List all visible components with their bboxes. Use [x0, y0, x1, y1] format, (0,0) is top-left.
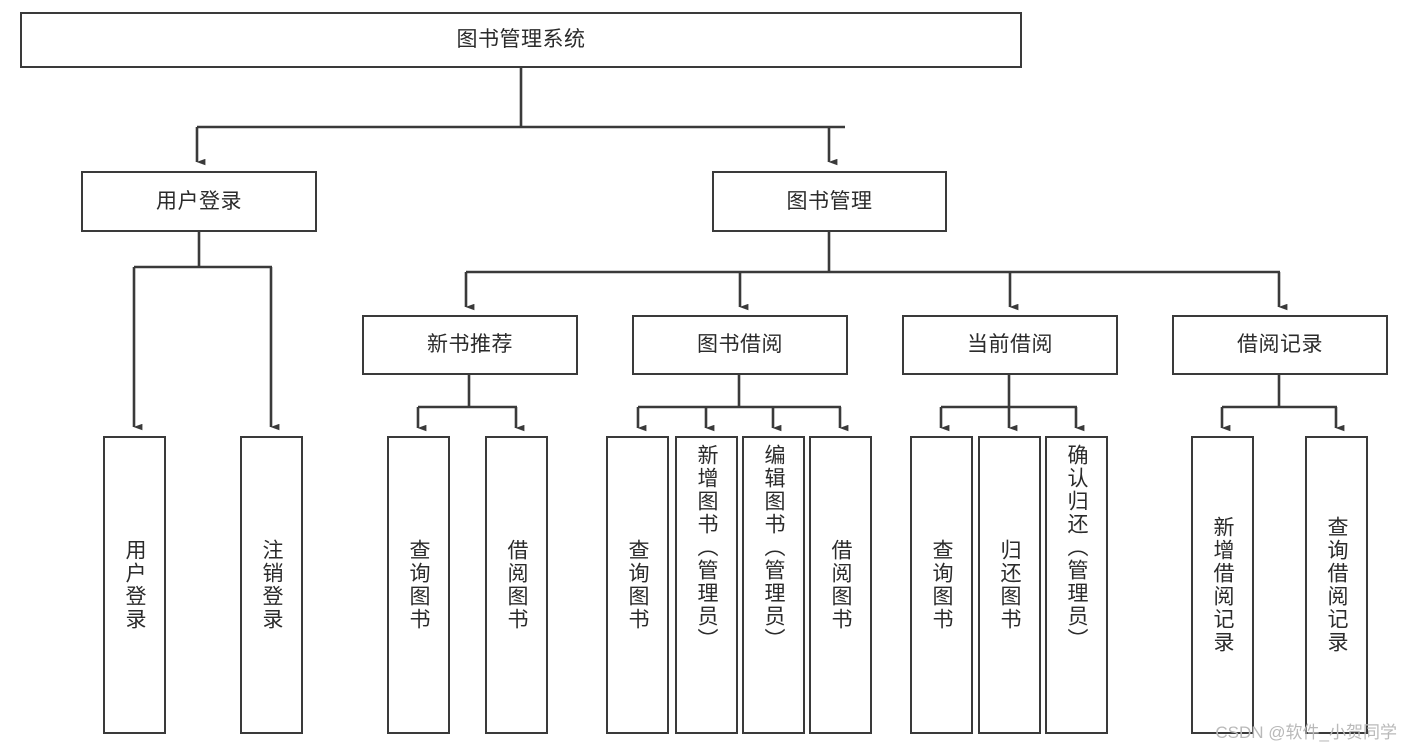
leaf-confirm-return-admin[interactable]: 确认归还（管理员）: [1045, 436, 1108, 734]
leaf-query-book-recommend[interactable]: 查询图书: [387, 436, 450, 734]
node-label: 借阅图书: [505, 539, 528, 631]
leaf-add-borrow-record[interactable]: 新增借阅记录: [1191, 436, 1254, 734]
leaf-return-book[interactable]: 归还图书: [978, 436, 1041, 734]
node-book-borrow[interactable]: 图书借阅: [632, 315, 848, 375]
node-label: 当前借阅: [967, 333, 1053, 357]
node-label: 图书借阅: [697, 333, 783, 357]
leaf-borrow-book[interactable]: 借阅图书: [809, 436, 872, 734]
node-label: 用户登录: [156, 189, 242, 213]
node-new-book-recommend[interactable]: 新书推荐: [362, 315, 578, 375]
node-label: 用户登录: [123, 539, 146, 631]
leaf-borrow-book-recommend[interactable]: 借阅图书: [485, 436, 548, 734]
node-label: 编辑图书（管理员）: [762, 444, 785, 651]
leaf-query-book-current[interactable]: 查询图书: [910, 436, 973, 734]
node-user-login[interactable]: 用户登录: [81, 171, 317, 232]
node-label: 查询图书: [626, 539, 649, 631]
node-book-management[interactable]: 图书管理: [712, 171, 947, 232]
node-book-management-system[interactable]: 图书管理系统: [20, 12, 1022, 68]
node-label: 图书管理: [786, 189, 873, 213]
leaf-query-borrow-record[interactable]: 查询借阅记录: [1305, 436, 1368, 734]
leaf-query-book-borrow[interactable]: 查询图书: [606, 436, 669, 734]
node-label: 图书管理系统: [456, 28, 586, 52]
node-label: 借阅图书: [829, 539, 852, 631]
node-borrow-record[interactable]: 借阅记录: [1172, 315, 1388, 375]
leaf-logout-login[interactable]: 注销登录: [240, 436, 303, 734]
node-label: 新书推荐: [427, 333, 513, 357]
node-label: 新增借阅记录: [1211, 516, 1234, 654]
node-label: 查询借阅记录: [1325, 516, 1348, 654]
node-label: 新增图书（管理员）: [695, 444, 718, 651]
node-label: 查询图书: [407, 539, 430, 631]
node-label: 查询图书: [930, 539, 953, 631]
leaf-edit-book-admin[interactable]: 编辑图书（管理员）: [742, 436, 805, 734]
node-label: 借阅记录: [1237, 333, 1323, 357]
node-label: 确认归还（管理员）: [1065, 444, 1088, 651]
node-label: 注销登录: [260, 539, 283, 631]
leaf-user-login[interactable]: 用户登录: [103, 436, 166, 734]
node-current-borrow[interactable]: 当前借阅: [902, 315, 1118, 375]
node-label: 归还图书: [998, 539, 1021, 631]
leaf-add-book-admin[interactable]: 新增图书（管理员）: [675, 436, 738, 734]
